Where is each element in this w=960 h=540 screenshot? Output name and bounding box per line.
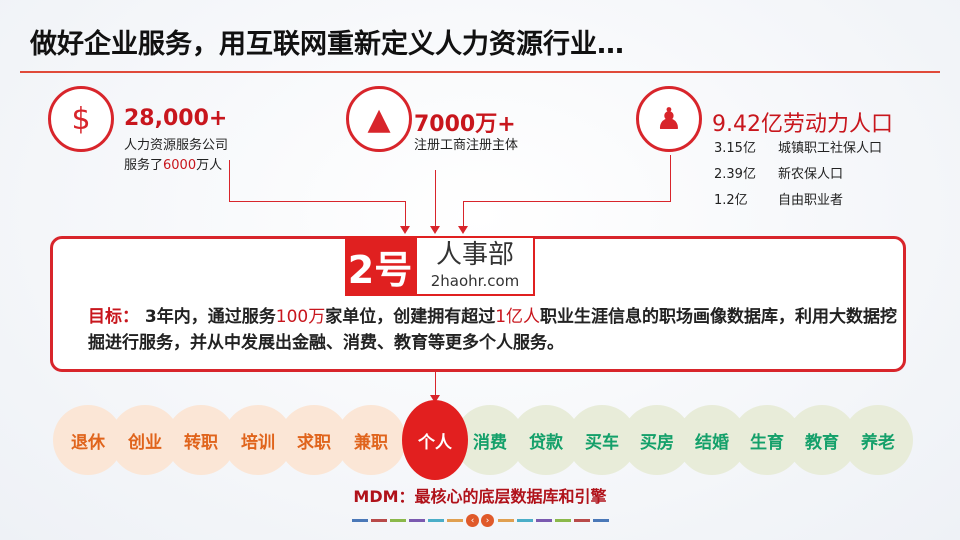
page-dash[interactable] (593, 519, 609, 522)
connector (670, 155, 671, 202)
arrow-down-icon (430, 395, 440, 403)
prev-button[interactable]: ‹ (466, 514, 479, 527)
connector (229, 160, 230, 202)
page-dash[interactable] (352, 519, 368, 522)
stat-value: 28,000+ (124, 106, 228, 131)
stat-rows: 3.15亿城镇职工社保人口 2.39亿新农保人口 1.2亿自由职业者 (714, 141, 883, 208)
left-item: 退休 (53, 405, 123, 475)
arrow-down-icon (400, 226, 410, 234)
page-dash[interactable] (428, 519, 444, 522)
page-dash[interactable] (447, 519, 463, 522)
arrow-down-icon (458, 226, 468, 234)
connector (435, 372, 436, 396)
monitor-money-icon: $ (48, 86, 114, 152)
center-item: 个人 (402, 400, 468, 480)
connector (405, 201, 406, 227)
people-group-icon: ♟ (636, 86, 702, 152)
right-item: 买车 (567, 405, 637, 475)
connector (229, 201, 405, 202)
page-dash[interactable] (409, 519, 425, 522)
stat-value: 7000万+ (414, 112, 516, 137)
divider (20, 71, 940, 73)
stat-value: 9.42亿劳动力人口 (712, 112, 893, 137)
stat-desc: 人力资源服务公司服务了6000万人 (124, 138, 229, 173)
slide-title: 做好企业服务，用互联网重新定义人力资源行业… (30, 29, 624, 60)
connector (463, 201, 671, 202)
page-dash[interactable] (517, 519, 533, 522)
right-item: 教育 (787, 405, 857, 475)
goal-text: 目标： 3年内，通过服务100万家单位，创建拥有超过1亿人职业生涯信息的职场画像… (88, 307, 898, 353)
right-item: 养老 (843, 405, 913, 475)
mdm-caption: MDM：最核心的底层数据库和引擎 (353, 487, 607, 506)
page-dash[interactable] (498, 519, 514, 522)
page-dash[interactable] (555, 519, 571, 522)
left-item: 兼职 (336, 405, 406, 475)
page-dash[interactable] (371, 519, 387, 522)
right-item: 贷款 (511, 405, 581, 475)
next-button[interactable]: › (481, 514, 494, 527)
stat-desc: 注册工商注册主体 (414, 138, 519, 153)
connector (463, 201, 464, 227)
page-dash[interactable] (536, 519, 552, 522)
left-item: 求职 (279, 405, 349, 475)
phone-chart-icon: ▲ (346, 86, 412, 152)
connector (435, 170, 436, 227)
page-dash[interactable] (574, 519, 590, 522)
page-dash[interactable] (390, 519, 406, 522)
arrow-down-icon (430, 226, 440, 234)
